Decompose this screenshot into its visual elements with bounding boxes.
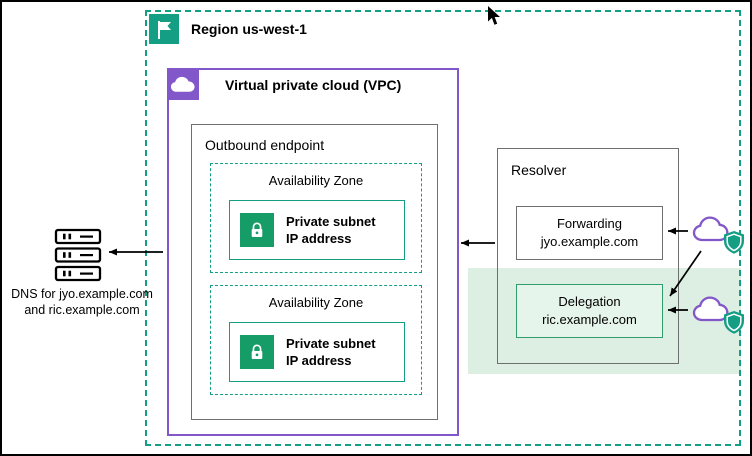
vpc-label: Virtual private cloud (VPC) [225, 77, 402, 93]
region-label: Region us-west-1 [191, 21, 307, 37]
delegation-rule-domain: ric.example.com [542, 312, 637, 327]
cursor-pointer-icon [487, 6, 502, 27]
cloud-shield-icon-delegation [690, 288, 746, 336]
region-flag-icon [149, 14, 179, 44]
dns-label-line2: and ric.example.com [24, 303, 140, 317]
subnet-label-line1: Private subnet [286, 214, 376, 229]
forwarding-rule-box: Forwarding jyo.example.com [516, 206, 663, 260]
forwarding-rule-name: Forwarding [556, 216, 623, 231]
private-subnet-2-label: Private subnet IP address [286, 335, 376, 369]
availability-zone-2-label: Availability Zone [268, 295, 364, 310]
cloud-shield-icon-forwarding [690, 208, 746, 256]
lock-icon [240, 213, 274, 247]
availability-zone-1: Availability Zone Private subnet IP addr… [210, 163, 422, 273]
availability-zone-2: Availability Zone Private subnet IP addr… [210, 285, 422, 395]
subnet-label-line2: IP address [286, 353, 352, 368]
dns-server-label: DNS for jyo.example.com and ric.example.… [2, 286, 162, 318]
vpc-cloud-icon [167, 68, 199, 100]
vpc-container: Virtual private cloud (VPC) Outbound end… [167, 68, 459, 436]
private-subnet-2: Private subnet IP address [229, 322, 405, 382]
outbound-endpoint-container: Outbound endpoint Availability Zone [191, 124, 438, 420]
private-subnet-1: Private subnet IP address [229, 200, 405, 260]
region-container: Region us-west-1 Virtual private cloud (… [145, 10, 741, 446]
lock-icon [240, 335, 274, 369]
availability-zone-1-label: Availability Zone [268, 173, 364, 188]
forwarding-rule-domain: jyo.example.com [540, 234, 639, 249]
outbound-endpoint-label: Outbound endpoint [205, 137, 325, 153]
delegation-rule-name: Delegation [558, 294, 621, 309]
resolver-container: Resolver Forwarding jyo.example.com Dele… [497, 148, 679, 364]
dns-label-line1: DNS for jyo.example.com [11, 287, 153, 301]
private-subnet-1-label: Private subnet IP address [286, 213, 376, 247]
dns-server-icon [54, 228, 102, 282]
subnet-label-line1: Private subnet [286, 336, 376, 351]
subnet-label-line2: IP address [286, 231, 352, 246]
resolver-label: Resolver [511, 162, 567, 178]
delegation-rule-box: Delegation ric.example.com [516, 284, 663, 338]
